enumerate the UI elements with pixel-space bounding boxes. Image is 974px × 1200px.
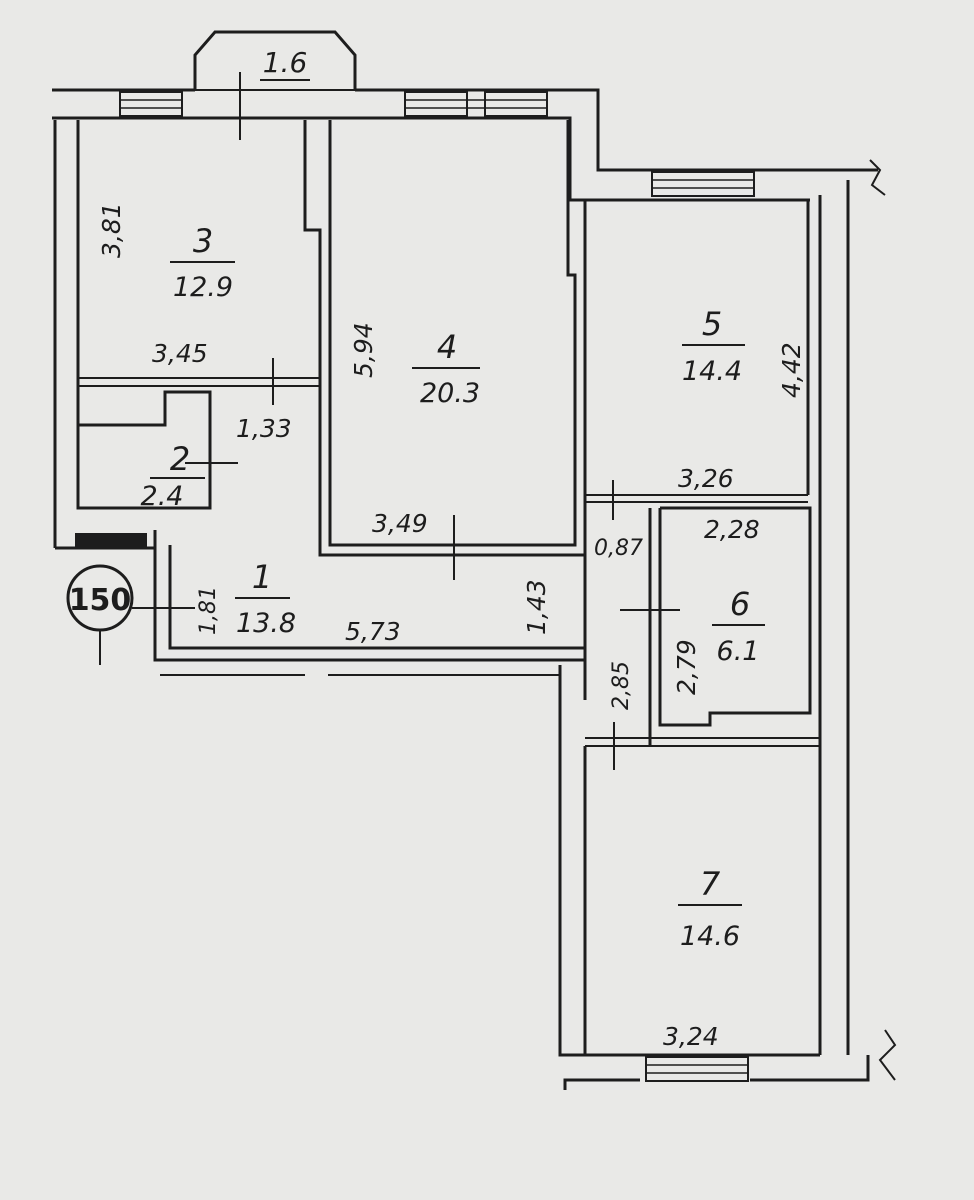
walls — [52, 30, 897, 1090]
room-area: 12.9 — [173, 272, 233, 303]
room-area: 14.6 — [680, 921, 740, 952]
dim-2-85: 2,85 — [609, 661, 634, 710]
dim-3-45: 3,45 — [152, 339, 208, 368]
dim-5-73: 5,73 — [345, 617, 401, 646]
dimension-labels: 3,81 3,45 1,33 5,94 3,49 4,42 3,26 2,28 … — [97, 202, 806, 1051]
room-3: 3 12.9 — [170, 222, 235, 303]
room-number: 7 — [700, 865, 721, 903]
window-room-3 — [119, 91, 183, 117]
room-area: 6.1 — [717, 636, 760, 667]
dim-1-81: 1,81 — [196, 586, 221, 635]
room-4: 4 20.3 — [412, 328, 480, 409]
balcony: 1.6 — [260, 46, 310, 81]
room-area: 20.3 — [420, 378, 480, 409]
room-6: 6 6.1 — [712, 585, 765, 667]
room-number: 6 — [730, 585, 750, 623]
room-number: 1 — [252, 558, 272, 596]
dim-1-43: 1,43 — [522, 579, 551, 635]
room-number: 5 — [702, 305, 722, 343]
dim-3-24: 3,24 — [663, 1022, 719, 1051]
dimension-ticks — [155, 72, 680, 770]
room-7: 7 14.6 — [678, 865, 742, 952]
room-number: 4 — [437, 328, 457, 366]
dim-3-49: 3,49 — [372, 509, 428, 538]
marker-label: 150 — [69, 583, 132, 618]
balcony-dim: 1.6 — [263, 46, 308, 79]
room-number: 3 — [193, 222, 213, 260]
room-1: 1 13.8 — [235, 558, 296, 639]
room-area: 2.4 — [141, 481, 184, 512]
room-number: 2 — [170, 440, 190, 478]
dim-1-33: 1,33 — [236, 414, 292, 443]
windows — [119, 91, 755, 1082]
window-room-4 — [404, 91, 548, 117]
room-5: 5 14.4 — [682, 305, 745, 387]
window-room-5 — [651, 171, 755, 197]
dim-5-94: 5,94 — [349, 322, 378, 378]
dim-4-42: 4,42 — [777, 342, 806, 398]
room-area: 13.8 — [236, 608, 296, 639]
dim-2-79: 2,79 — [672, 639, 701, 695]
dim-3-81: 3,81 — [97, 202, 126, 258]
window-room-7 — [645, 1056, 749, 1082]
room-2: 2 2.4 — [141, 440, 205, 512]
dim-3-26: 3,26 — [678, 464, 734, 493]
dim-0-87: 0,87 — [594, 536, 643, 561]
dim-2-28: 2,28 — [704, 515, 760, 544]
room-area: 14.4 — [682, 356, 742, 387]
entrance-marker: 150 — [66, 564, 155, 665]
